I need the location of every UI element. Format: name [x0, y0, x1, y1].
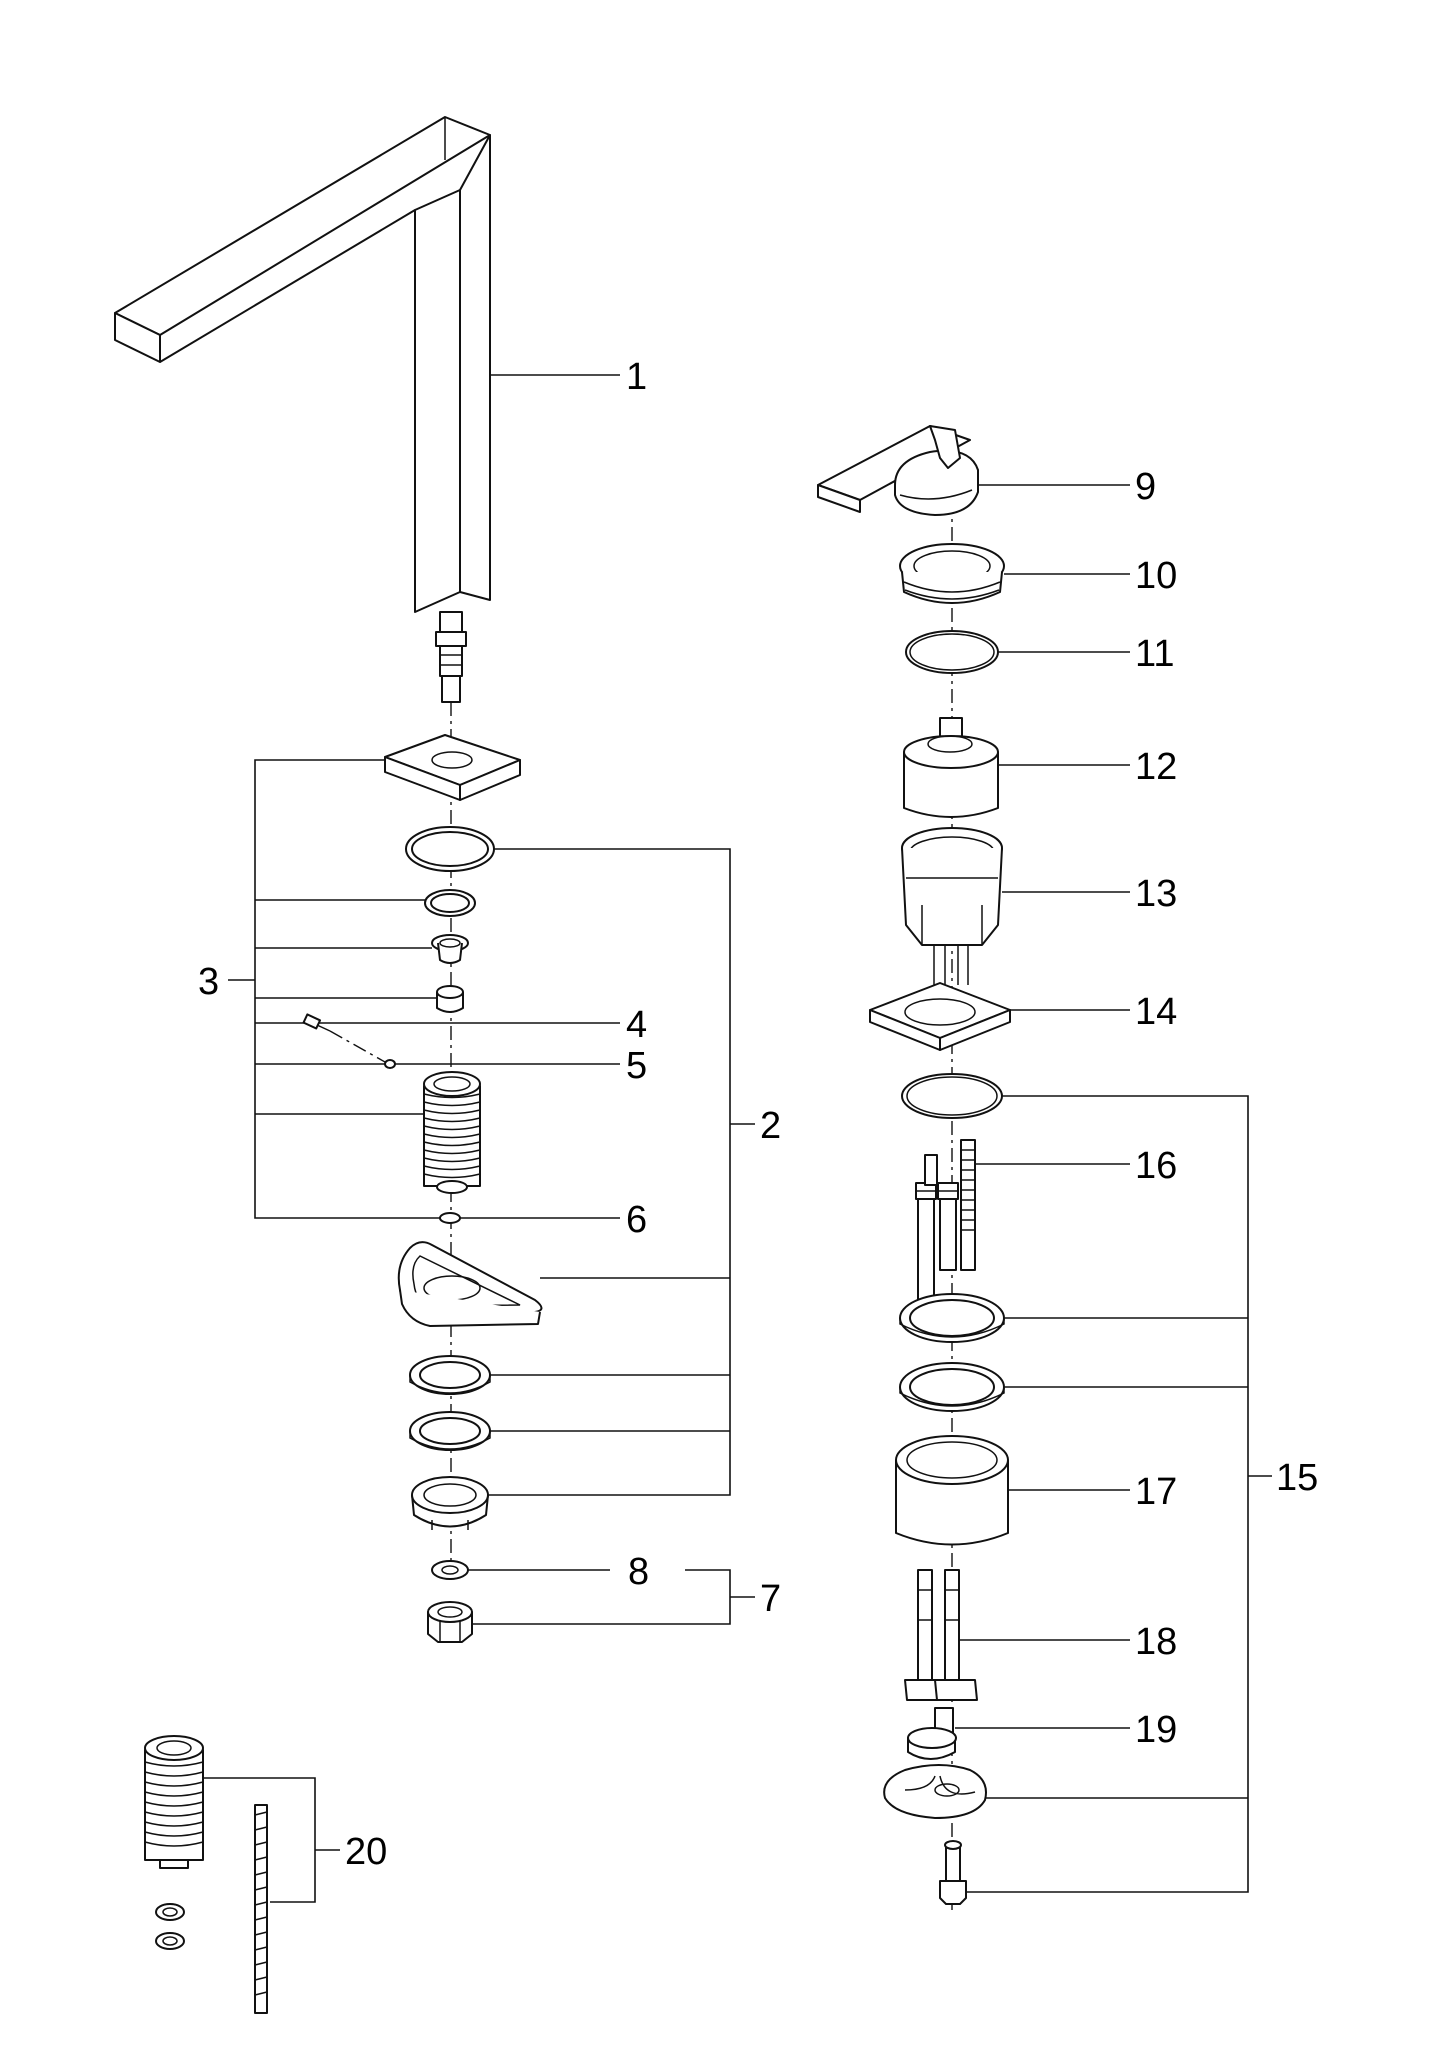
callout-8: 8	[628, 1551, 649, 1593]
callout-14: 14	[1135, 991, 1177, 1033]
callout-17: 17	[1135, 1471, 1177, 1513]
part-20-washer-1	[155, 1903, 185, 1921]
part-3-small-ring	[424, 889, 476, 917]
callout-7: 7	[760, 1578, 781, 1620]
part-5-small-o-ring	[384, 1059, 396, 1069]
callout-2: 2	[760, 1105, 781, 1147]
part-16-supply-hoses	[915, 1139, 976, 1311]
callout-15: 15	[1276, 1457, 1318, 1499]
callout-16: 16	[1135, 1145, 1177, 1187]
part-14-square-plate	[869, 982, 1011, 1051]
callout-18: 18	[1135, 1621, 1177, 1663]
part-10-cap-nut	[899, 543, 1005, 604]
part-12-cartridge	[903, 717, 999, 818]
part-2-triangular-gasket	[397, 1241, 543, 1327]
part-3-sleeve	[436, 985, 464, 1013]
part-15-o-ring	[901, 1073, 1003, 1119]
leader-lines-left	[228, 374, 755, 1625]
part-2-flat-ring-2	[409, 1411, 491, 1451]
callout-5: 5	[626, 1045, 647, 1087]
callout-19: 19	[1135, 1709, 1177, 1751]
part-7-nut-fitting	[427, 1601, 473, 1643]
part-15-flat-ring-2	[899, 1362, 1005, 1412]
part-8-washer	[431, 1560, 469, 1580]
callout-10: 10	[1135, 555, 1177, 597]
part-2-lock-nut	[411, 1476, 489, 1530]
part-9-lever-handle	[817, 425, 979, 516]
leader-lines-right	[955, 484, 1272, 1893]
part-15-flat-ring-1	[899, 1293, 1005, 1343]
part-19-nut	[907, 1707, 957, 1760]
part-4-screw	[302, 1013, 386, 1063]
part-17-cylinder-body	[895, 1435, 1009, 1546]
callout-13: 13	[1135, 873, 1177, 915]
part-15-threaded-pin	[939, 1840, 967, 1905]
callout-20: 20	[345, 1831, 387, 1873]
part-18-hose-connectors	[904, 1569, 978, 1701]
part-15-horseshoe-clip	[883, 1764, 987, 1819]
callout-11: 11	[1135, 633, 1174, 675]
part-11-o-ring	[905, 630, 999, 674]
part-2-flat-ring-1	[409, 1355, 491, 1395]
part-20-threaded-rod	[254, 1804, 268, 2014]
callout-9: 9	[1135, 466, 1156, 508]
part-2-o-ring-large	[405, 826, 495, 872]
callout-6: 6	[626, 1199, 647, 1241]
callout-3: 3	[198, 961, 219, 1003]
part-20-mounting-kit	[144, 1735, 340, 2014]
part-20-washer-2	[155, 1932, 185, 1950]
callout-labels: 1 2 3 4 5 6 7 8 9 10 11 12 13 14 15 16 1…	[198, 356, 1318, 1873]
callout-4: 4	[626, 1004, 647, 1046]
part-3-flanged-bushing	[431, 934, 469, 964]
part-13-housing-sleeve	[901, 827, 1003, 985]
part-3-square-plate	[384, 734, 521, 801]
part-3-threaded-body	[423, 1071, 481, 1194]
part-1-spout	[114, 116, 491, 703]
callout-12: 12	[1135, 746, 1177, 788]
callout-1: 1	[626, 356, 647, 398]
part-6-washer	[439, 1212, 461, 1224]
